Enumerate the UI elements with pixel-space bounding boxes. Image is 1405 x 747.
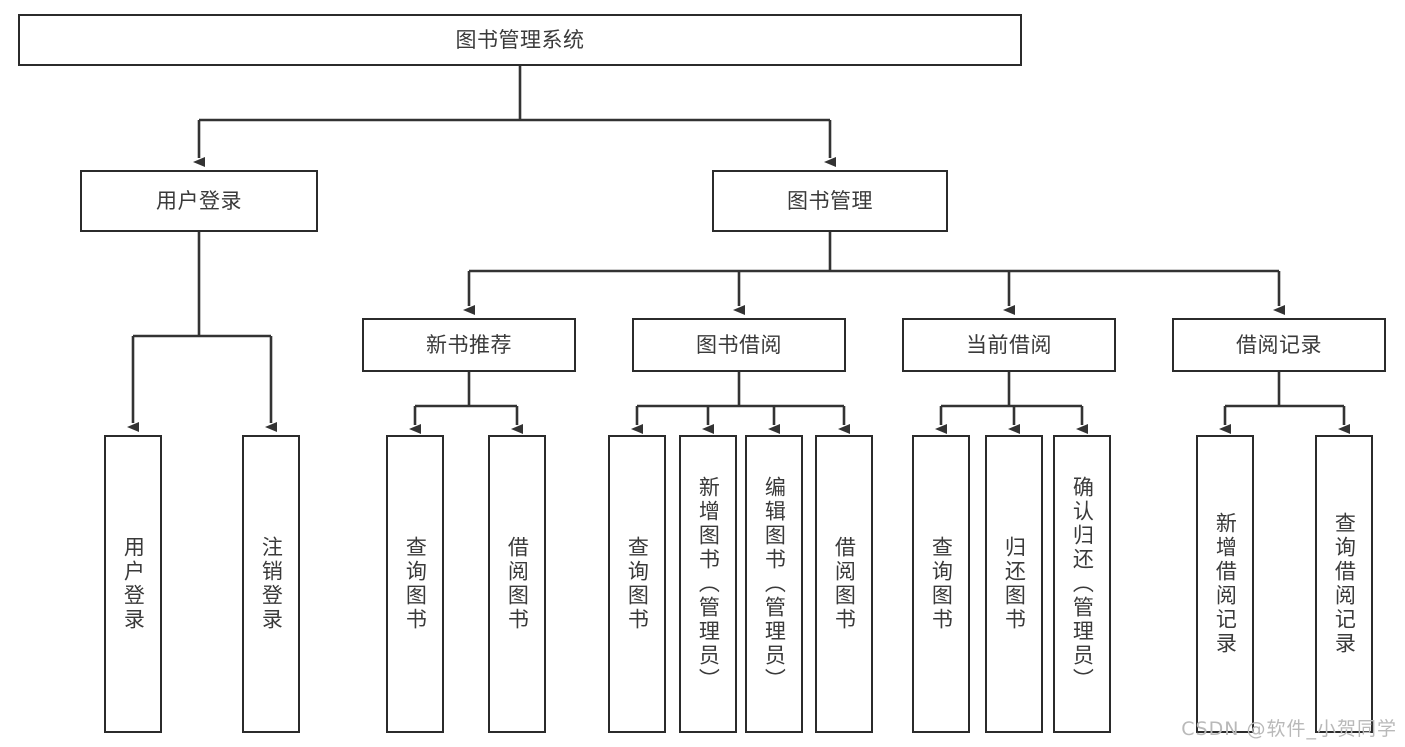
node-label: 用户登录	[156, 188, 242, 213]
node-label: 图书借阅	[696, 332, 782, 357]
node-root[interactable]: 图书管理系统	[18, 14, 1022, 66]
node-label: 新增图书（管理员）	[696, 476, 721, 692]
node-book-borrow[interactable]: 图书借阅	[632, 318, 846, 372]
node-leaf-borrow-book-1[interactable]: 借阅图书	[488, 435, 546, 733]
node-leaf-query-book-2[interactable]: 查询图书	[608, 435, 666, 733]
node-label: 图书管理系统	[455, 27, 585, 52]
node-label: 确认归还（管理员）	[1070, 476, 1095, 692]
node-label: 用户登录	[121, 536, 146, 632]
node-leaf-query-record[interactable]: 查询借阅记录	[1315, 435, 1373, 733]
node-leaf-edit-book[interactable]: 编辑图书（管理员）	[745, 435, 803, 733]
node-label: 查询图书	[929, 536, 954, 632]
node-label: 归还图书	[1002, 536, 1027, 632]
node-new-book-recommend[interactable]: 新书推荐	[362, 318, 576, 372]
node-label: 注销登录	[259, 536, 284, 632]
node-label: 当前借阅	[966, 332, 1052, 357]
node-label: 查询借阅记录	[1332, 512, 1357, 656]
node-leaf-query-book-3[interactable]: 查询图书	[912, 435, 970, 733]
node-leaf-borrow-book-2[interactable]: 借阅图书	[815, 435, 873, 733]
node-label: 新书推荐	[426, 332, 512, 357]
node-leaf-add-book[interactable]: 新增图书（管理员）	[679, 435, 737, 733]
node-label: 图书管理	[787, 188, 873, 213]
node-label: 编辑图书（管理员）	[762, 476, 787, 692]
node-leaf-add-record[interactable]: 新增借阅记录	[1196, 435, 1254, 733]
node-leaf-user-login[interactable]: 用户登录	[104, 435, 162, 733]
node-label: 查询图书	[403, 536, 428, 632]
node-borrow-record[interactable]: 借阅记录	[1172, 318, 1386, 372]
node-leaf-logout[interactable]: 注销登录	[242, 435, 300, 733]
node-leaf-return-book[interactable]: 归还图书	[985, 435, 1043, 733]
node-label: 借阅图书	[832, 536, 857, 632]
node-label: 查询图书	[625, 536, 650, 632]
node-leaf-confirm-return[interactable]: 确认归还（管理员）	[1053, 435, 1111, 733]
node-label: 借阅图书	[505, 536, 530, 632]
node-label: 新增借阅记录	[1213, 512, 1238, 656]
node-label: 借阅记录	[1236, 332, 1322, 357]
node-book-manage[interactable]: 图书管理	[712, 170, 948, 232]
node-leaf-query-book-1[interactable]: 查询图书	[386, 435, 444, 733]
node-user-login[interactable]: 用户登录	[80, 170, 318, 232]
node-current-borrow[interactable]: 当前借阅	[902, 318, 1116, 372]
